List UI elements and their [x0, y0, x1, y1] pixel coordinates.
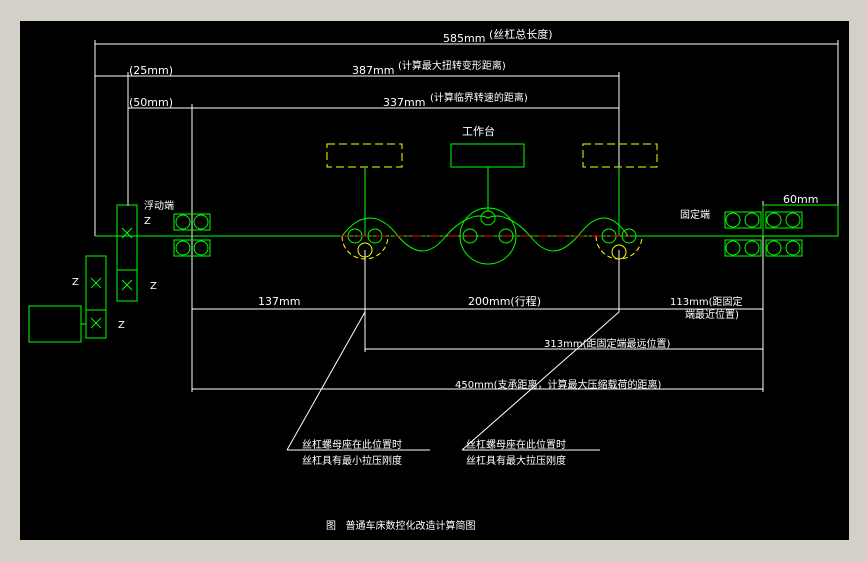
- z-label-2: Z: [72, 277, 79, 288]
- dim-337-note: (计算临界转速的距离): [430, 91, 528, 104]
- z-label-3: Z: [150, 281, 157, 292]
- drawing-canvas: 585mm (丝杠总长度) (25mm) 387mm (计算最大扭转变形距离) …: [20, 21, 849, 540]
- figure-caption: 图 普通车床数控化改造计算简图: [326, 519, 476, 532]
- ball-screw-calculation-diagram: 585mm (丝杠总长度) (25mm) 387mm (计算最大扭转变形距离) …: [28, 27, 839, 532]
- gear-lower: [85, 255, 107, 339]
- min-stiffness-line1: 丝杠螺母座在此位置时: [302, 438, 402, 451]
- dim-200: 200mm(行程): [468, 295, 541, 308]
- screw-assembly: [28, 143, 839, 343]
- dim-113-line2: 端最近位置): [685, 308, 739, 321]
- dim-25: (25mm): [129, 64, 173, 77]
- dim-113-line1: 113mm(距固定: [670, 295, 742, 308]
- dim-337: 337mm: [383, 96, 425, 109]
- worktable-left-limit: [326, 143, 403, 168]
- z-label-4: Z: [118, 320, 125, 331]
- max-stiffness-line2: 丝杠具有最大拉压刚度: [466, 454, 566, 467]
- worktable-right-limit: [582, 143, 658, 168]
- dim-313: 313mm(距固定端最远位置): [544, 337, 670, 350]
- dim-387-note: (计算最大扭转变形距离): [398, 59, 506, 72]
- max-stiffness-line1: 丝杠螺母座在此位置时: [466, 438, 566, 451]
- motor-box: [28, 305, 82, 343]
- dim-60: 60mm: [783, 193, 818, 206]
- dim-137: 137mm: [258, 295, 300, 308]
- dim-387: 387mm: [352, 64, 394, 77]
- dimension-lines: [94, 40, 839, 451]
- dim-50: (50mm): [129, 96, 173, 109]
- floating-end-label: 浮动端: [144, 199, 174, 212]
- dim-585-note: (丝杠总长度): [489, 27, 553, 41]
- min-stiffness-line2: 丝杠具有最小拉压刚度: [302, 454, 402, 467]
- dim-585: 585mm: [443, 32, 485, 45]
- fixed-end-label: 固定端: [680, 208, 710, 221]
- worktable-box: [450, 143, 525, 168]
- gear-upper: [116, 204, 138, 302]
- worktable-label: 工作台: [462, 124, 495, 138]
- z-label-1: Z: [144, 216, 151, 227]
- shaft-end-journal: [762, 204, 839, 237]
- dim-450: 450mm(支承距离，计算最大压缩载荷的距离): [455, 378, 661, 391]
